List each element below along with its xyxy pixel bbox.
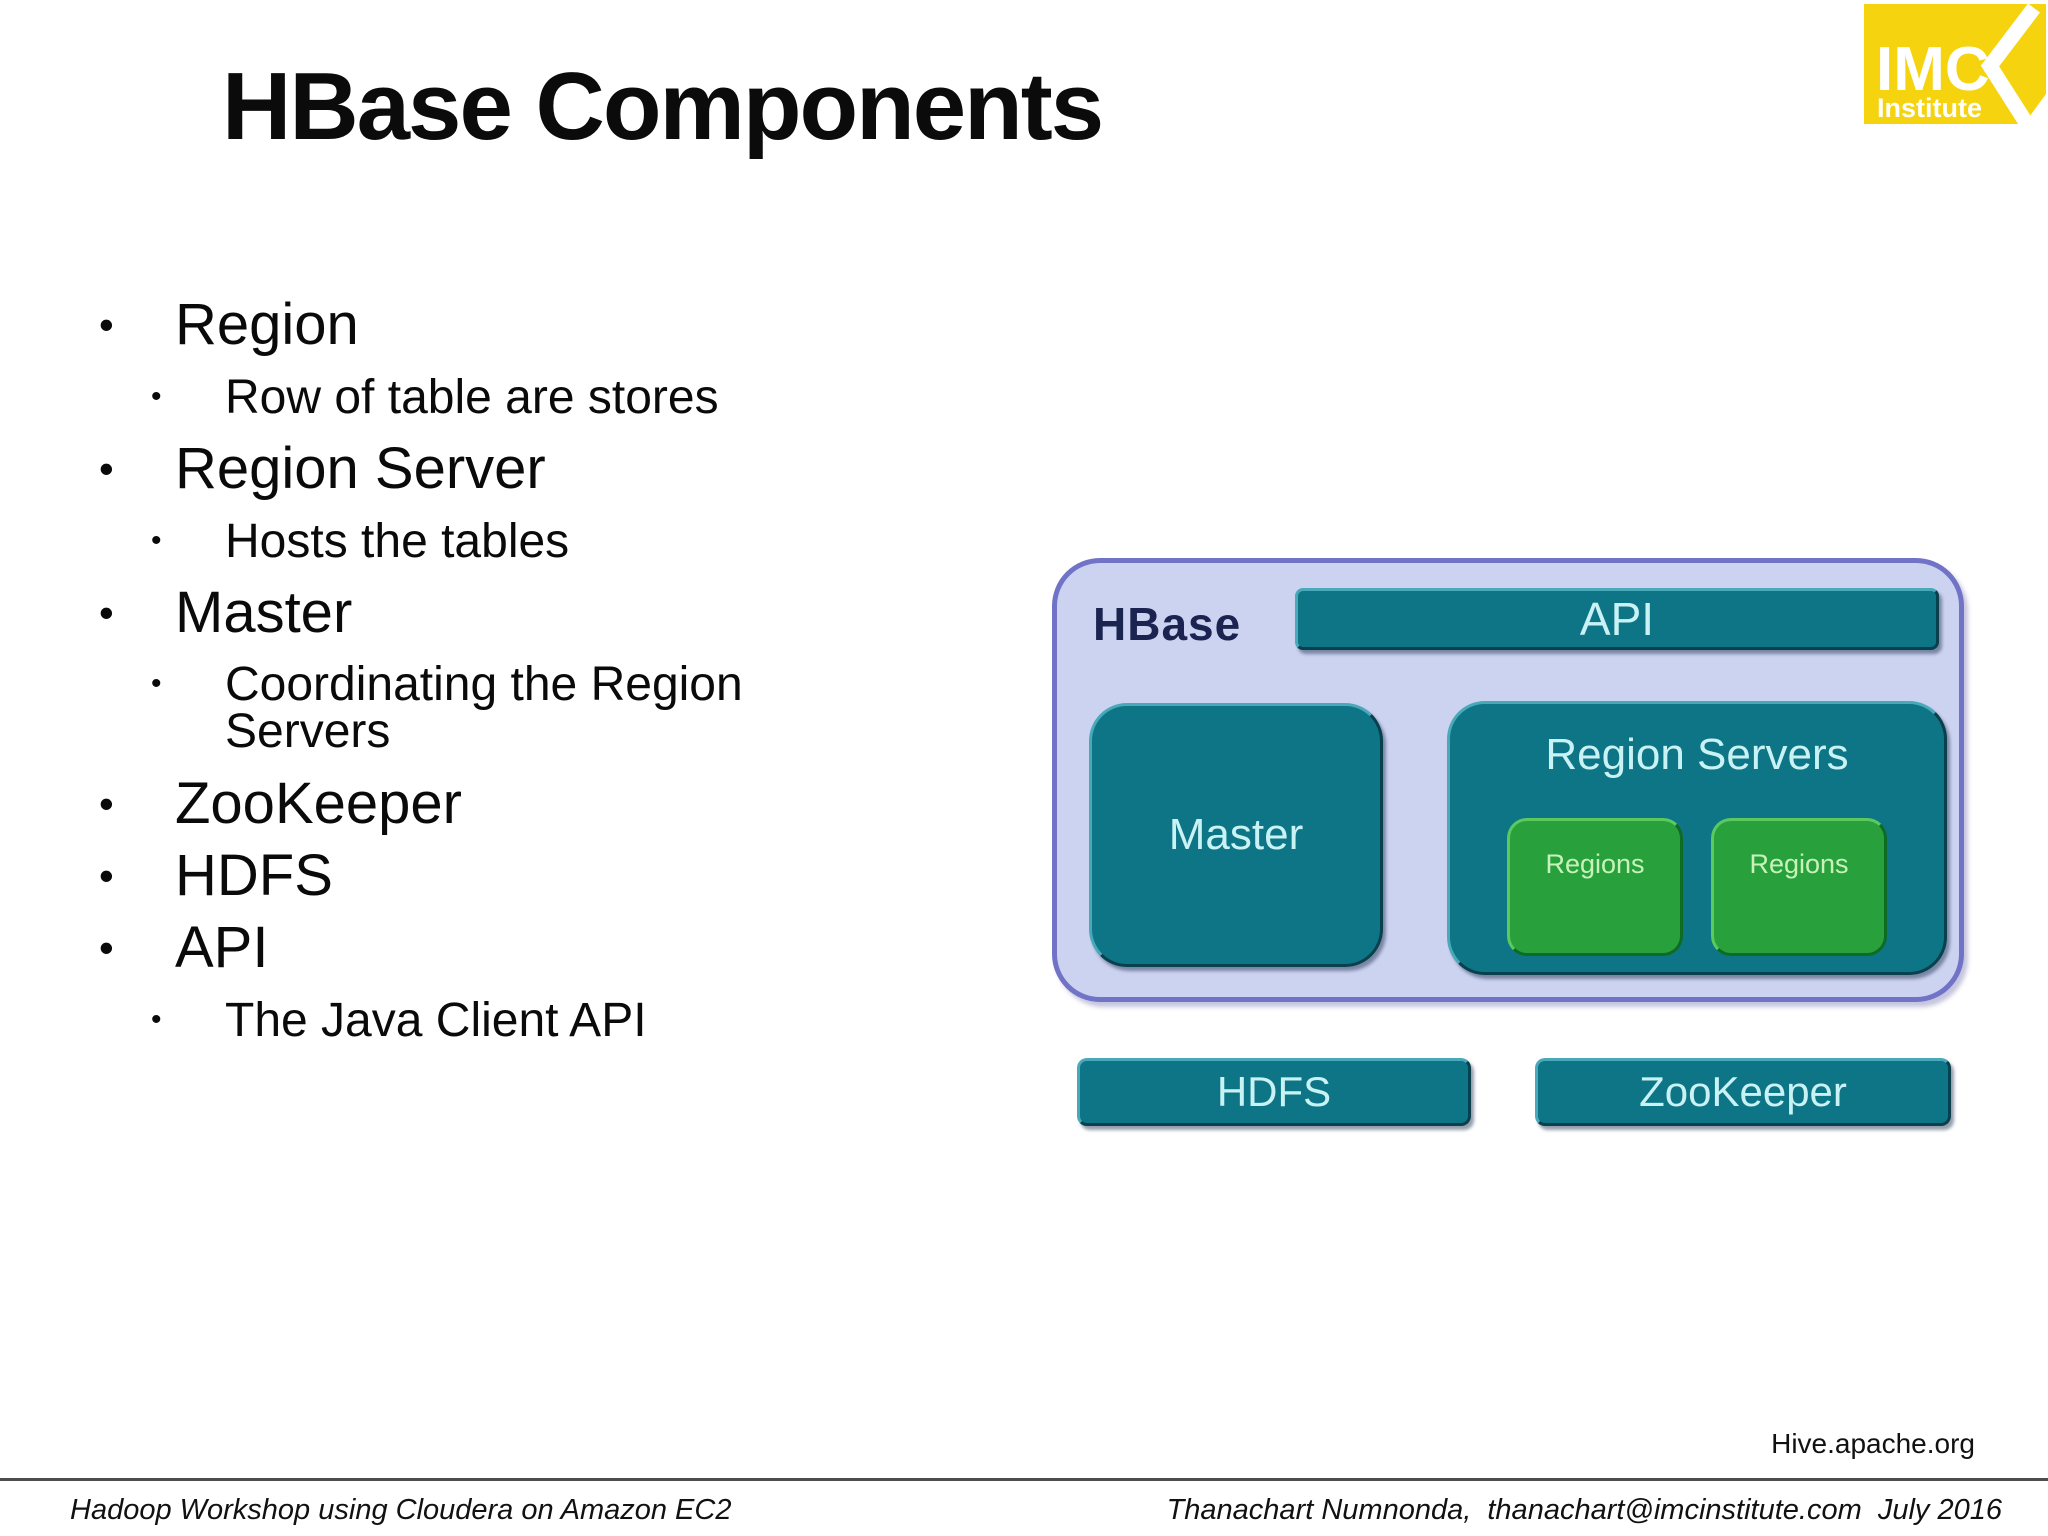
bullet-label: Row of table are stores bbox=[225, 370, 719, 424]
zookeeper-bar-label: ZooKeeper bbox=[1639, 1068, 1847, 1115]
logo-text-imc: IMC bbox=[1876, 35, 1990, 104]
bullet-icon: • bbox=[99, 924, 114, 971]
master-box: Master bbox=[1089, 703, 1383, 967]
list-subitem: • Row of table are stores bbox=[0, 361, 860, 433]
hdfs-bar-label: HDFS bbox=[1216, 1068, 1332, 1115]
regions-box: Regions bbox=[1507, 818, 1683, 956]
bullet-icon: • bbox=[99, 589, 114, 636]
list-item: • Region Server bbox=[0, 433, 860, 505]
list-subitem: • Coordinating the Region Servers bbox=[0, 649, 860, 768]
bullet-icon: • bbox=[151, 667, 162, 700]
bullet-label: Coordinating the Region Servers bbox=[225, 658, 743, 758]
list-item: • Master bbox=[0, 577, 860, 649]
bullet-label: Region Server bbox=[175, 435, 546, 501]
logo-text-institute: Institute bbox=[1877, 93, 1982, 123]
footer-author-info: Thanachart Numnonda, thanachart@imcinsti… bbox=[1166, 1494, 2002, 1526]
bullet-icon: • bbox=[99, 780, 114, 827]
region-servers-box: Region Servers Regions Regions bbox=[1447, 701, 1947, 975]
bullet-label: ZooKeeper bbox=[175, 770, 462, 836]
list-item: • Region bbox=[0, 289, 860, 361]
list-subitem: • Hosts the tables bbox=[0, 505, 860, 577]
master-box-label: Master bbox=[1168, 810, 1304, 859]
api-bar: API bbox=[1295, 588, 1939, 650]
hbase-diagram-container: HBase API Master Region Servers Regions … bbox=[1052, 558, 1964, 1002]
regions-box: Regions bbox=[1711, 818, 1887, 956]
api-bar-label: API bbox=[1579, 593, 1655, 645]
hbase-container-label: HBase bbox=[1093, 598, 1242, 650]
bullet-label: API bbox=[175, 914, 269, 980]
regions-box-label: Regions bbox=[1749, 849, 1849, 879]
bullet-icon: • bbox=[99, 301, 114, 348]
bullet-icon: • bbox=[99, 852, 114, 899]
bullet-label: Region bbox=[175, 291, 359, 357]
list-item: • HDFS bbox=[0, 840, 860, 912]
region-servers-label: Region Servers bbox=[1545, 730, 1849, 779]
zookeeper-bar: ZooKeeper bbox=[1535, 1058, 1951, 1126]
bullet-icon: • bbox=[151, 524, 162, 557]
imc-chevron-icon bbox=[1980, 3, 2040, 129]
footer-divider bbox=[0, 1478, 2048, 1481]
imc-institute-logo: IMC Institute bbox=[1864, 3, 2046, 129]
regions-group: Regions Regions bbox=[1450, 818, 1944, 956]
list-subitem: • The Java Client API bbox=[0, 984, 860, 1056]
list-item: • API bbox=[0, 912, 860, 984]
bullet-label: The Java Client API bbox=[225, 993, 647, 1047]
imc-chevron-corner-cut bbox=[2024, 94, 2046, 124]
bullet-icon: • bbox=[151, 380, 162, 413]
bullet-label: HDFS bbox=[175, 842, 333, 908]
footer-workshop-title: Hadoop Workshop using Cloudera on Amazon… bbox=[70, 1494, 732, 1526]
bullet-icon: • bbox=[99, 445, 114, 492]
bullet-icon: • bbox=[151, 1003, 162, 1036]
regions-box-label: Regions bbox=[1545, 849, 1645, 879]
hdfs-bar: HDFS bbox=[1077, 1058, 1471, 1126]
bullet-list: • Region • Row of table are stores • Reg… bbox=[0, 289, 860, 1056]
imc-logo-graphic: IMC Institute bbox=[1864, 3, 2046, 129]
list-item: • ZooKeeper bbox=[0, 768, 860, 840]
bullet-label: Master bbox=[175, 579, 353, 645]
page-title: HBase Components bbox=[222, 53, 1104, 160]
source-credit: Hive.apache.org bbox=[1771, 1428, 1975, 1459]
bullet-label: Hosts the tables bbox=[225, 514, 570, 568]
